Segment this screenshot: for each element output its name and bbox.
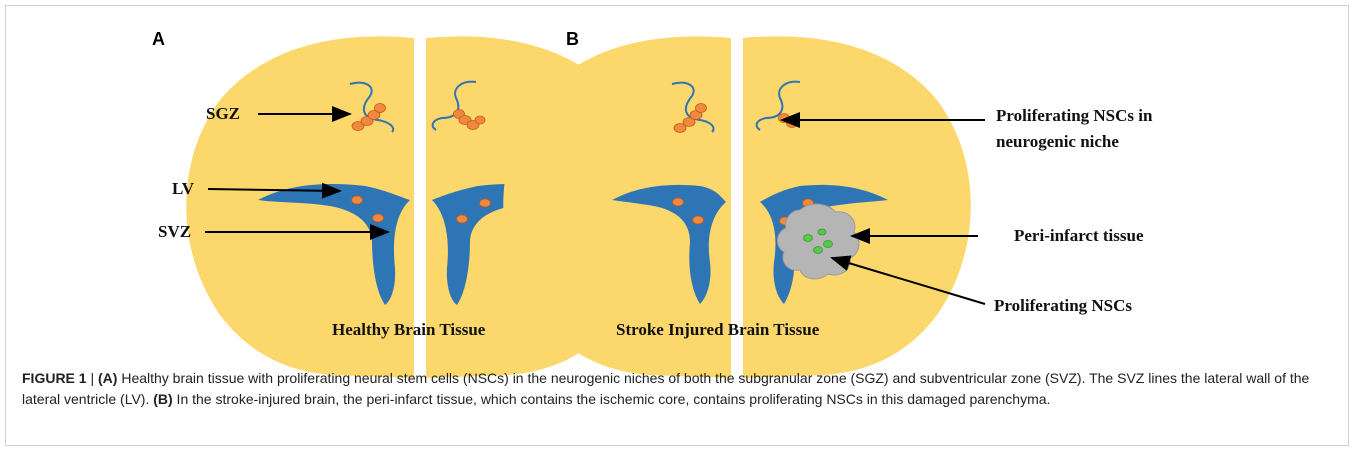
label-lv: LV (172, 179, 194, 199)
panel-title-a: Healthy Brain Tissue (332, 320, 485, 340)
panel-letter-a: A (152, 29, 165, 50)
caption-figure-label: FIGURE 1 (22, 370, 87, 386)
caption-separator: | (87, 370, 98, 386)
panel-letter-b: B (566, 29, 579, 50)
figure-caption: FIGURE 1 | (A) Healthy brain tissue with… (22, 368, 1334, 410)
caption-b-tag: (B) (153, 391, 172, 407)
label-prolif-niche-line2: neurogenic niche (996, 132, 1119, 152)
label-sgz: SGZ (206, 104, 240, 124)
peri-infarct-region (777, 204, 859, 279)
label-proliferating-nscs: Proliferating NSCs (994, 296, 1132, 316)
label-peri-infarct: Peri-infarct tissue (1014, 226, 1144, 246)
label-prolif-niche-line1: Proliferating NSCs in (996, 106, 1152, 126)
label-svz: SVZ (158, 222, 191, 242)
caption-a-tag: (A) (98, 370, 117, 386)
caption-b-text: In the stroke-injured brain, the peri-in… (173, 391, 1051, 407)
panel-title-b: Stroke Injured Brain Tissue (616, 320, 819, 340)
